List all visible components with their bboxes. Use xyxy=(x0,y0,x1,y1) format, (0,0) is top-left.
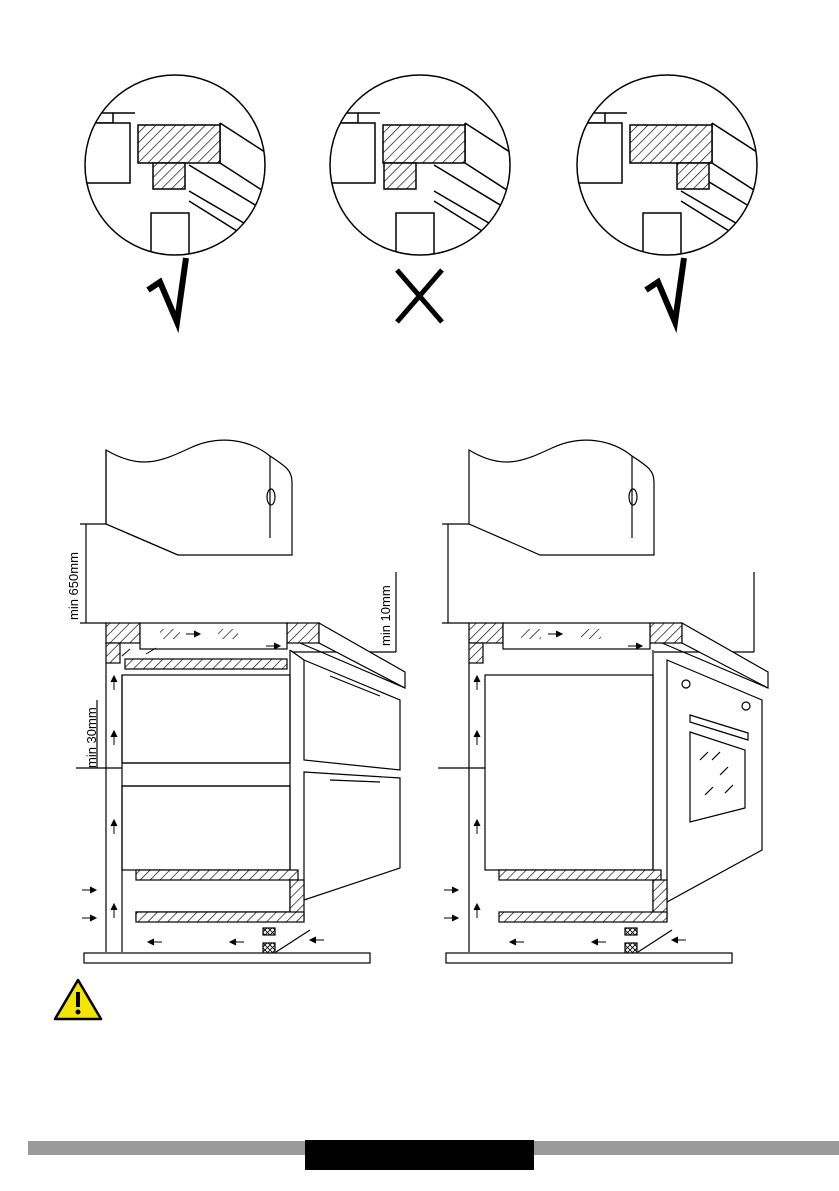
detail-circle-3 xyxy=(557,75,777,273)
verdict-check-icon-3 xyxy=(646,258,684,322)
footer-bar xyxy=(28,1140,839,1170)
detail-circle-1 xyxy=(65,75,285,273)
installation-drawers xyxy=(76,440,405,963)
airflow-arrows-right xyxy=(444,631,686,945)
label-min-650: min 650mm xyxy=(66,552,81,620)
airflow-arrows-left xyxy=(82,631,324,945)
installation-oven xyxy=(438,440,768,963)
detail-circle-2 xyxy=(310,75,530,273)
verdict-cross-icon xyxy=(397,270,442,322)
label-min-10: min 10mm xyxy=(378,585,393,646)
warning-icon xyxy=(55,980,101,1019)
verdict-check-icon-1 xyxy=(148,258,186,322)
label-min-30: min 30mm xyxy=(84,707,99,768)
hood xyxy=(106,440,292,555)
